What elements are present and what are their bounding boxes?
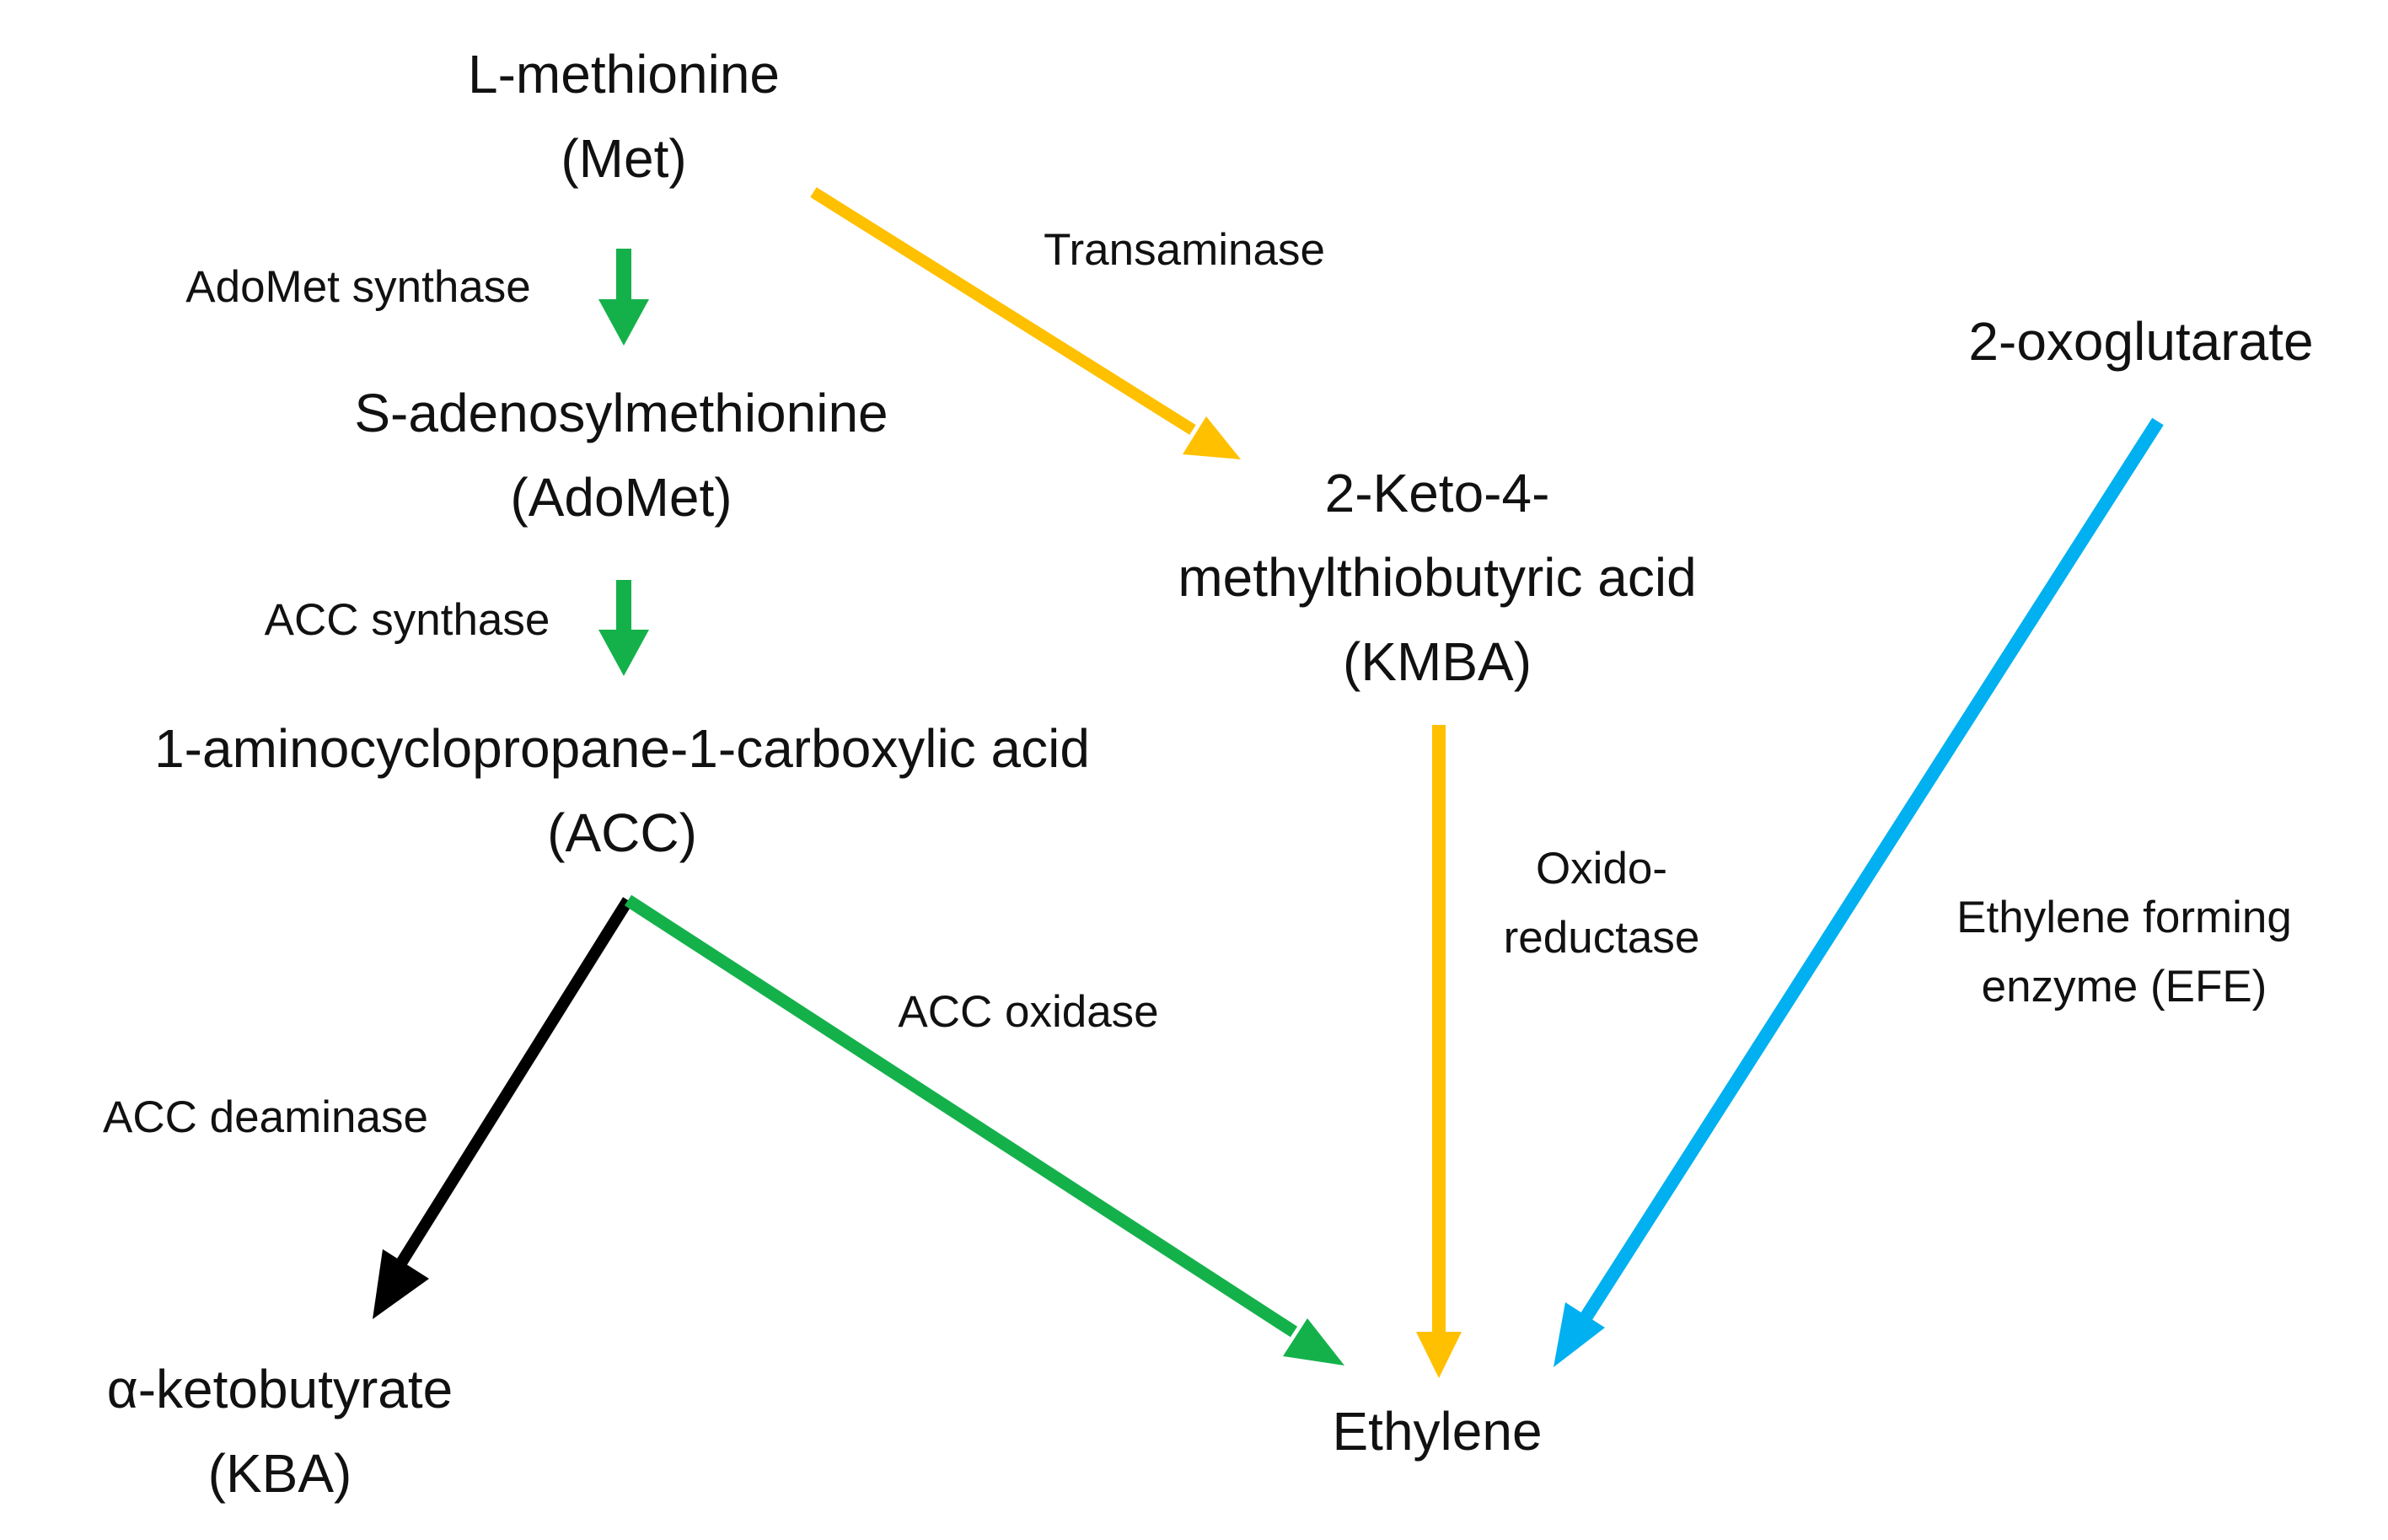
node-met-abbrev: (Met) — [561, 128, 687, 189]
node-kmba: 2-Keto-4- methylthiobutyric acid (KMBA) — [1178, 451, 1696, 704]
enzyme-oxidoreductase-line1: Oxido- — [1535, 844, 1668, 893]
node-acc-name: 1-aminocyclopropane-1-carboxylic acid — [154, 718, 1090, 779]
node-kmba-line2: methylthiobutyric acid — [1178, 547, 1697, 608]
arrow-acc-to-ethylene — [624, 894, 1344, 1366]
arrow-met-to-adomet — [598, 249, 649, 346]
node-kmba-abbrev: (KMBA) — [1343, 631, 1532, 692]
enzyme-acc-oxidase: ACC oxidase — [898, 978, 1158, 1047]
enzyme-acc-synthase-label: ACC synthase — [264, 595, 550, 645]
enzyme-efe-line2: enzyme (EFE) — [1981, 962, 2267, 1011]
node-kmba-line1: 2-Keto-4- — [1324, 463, 1550, 523]
enzyme-acc-deaminase-label: ACC deaminase — [103, 1092, 428, 1142]
node-adomet-name: S-adenosylmethionine — [354, 383, 888, 443]
node-met-name: L-methionine — [468, 44, 780, 105]
node-adomet-abbrev: (AdoMet) — [510, 467, 732, 528]
enzyme-efe: Ethylene forming enzyme (EFE) — [1956, 883, 2292, 1022]
node-s-adenosylmethionine: S-adenosylmethionine (AdoMet) — [354, 371, 888, 539]
arrow-acc-to-kba — [373, 897, 633, 1319]
node-kba-name: α-ketobutyrate — [106, 1359, 453, 1419]
node-alpha-ketobutyrate: α-ketobutyrate (KBA) — [107, 1347, 453, 1516]
enzyme-oxidoreductase: Oxido- reductase — [1504, 834, 1700, 973]
node-2-oxoglutarate: 2-oxoglutarate — [1968, 299, 2313, 384]
node-ethylene: Ethylene — [1332, 1389, 1542, 1473]
enzyme-oxidoreductase-line2: reductase — [1503, 913, 1700, 963]
node-l-methionine: L-methionine (Met) — [468, 32, 780, 201]
enzyme-acc-oxidase-label: ACC oxidase — [898, 987, 1159, 1037]
arrow-met-to-kmba — [810, 187, 1241, 459]
node-ethylene-name: Ethylene — [1332, 1401, 1543, 1462]
arrow-kmba-to-ethylene — [1416, 725, 1462, 1378]
enzyme-transaminase-label: Transaminase — [1044, 225, 1325, 275]
enzyme-acc-deaminase: ACC deaminase — [103, 1083, 428, 1152]
node-kba-abbrev: (KBA) — [207, 1443, 352, 1504]
arrow-oxoglutarate-to-ethylene — [1554, 417, 2164, 1367]
node-acc-abbrev: (ACC) — [547, 802, 697, 863]
arrow-adomet-to-acc — [598, 580, 649, 676]
enzyme-acc-synthase: ACC synthase — [265, 586, 550, 655]
node-oxoglutarate-name: 2-oxoglutarate — [1968, 311, 2314, 372]
enzyme-adomet-synthase: AdoMet synthase — [185, 253, 531, 322]
enzyme-efe-line1: Ethylene forming — [1956, 893, 2292, 942]
node-acc: 1-aminocyclopropane-1-carboxylic acid (A… — [154, 706, 1090, 875]
enzyme-adomet-synthase-label: AdoMet synthase — [185, 262, 531, 312]
enzyme-transaminase: Transaminase — [1044, 216, 1325, 285]
